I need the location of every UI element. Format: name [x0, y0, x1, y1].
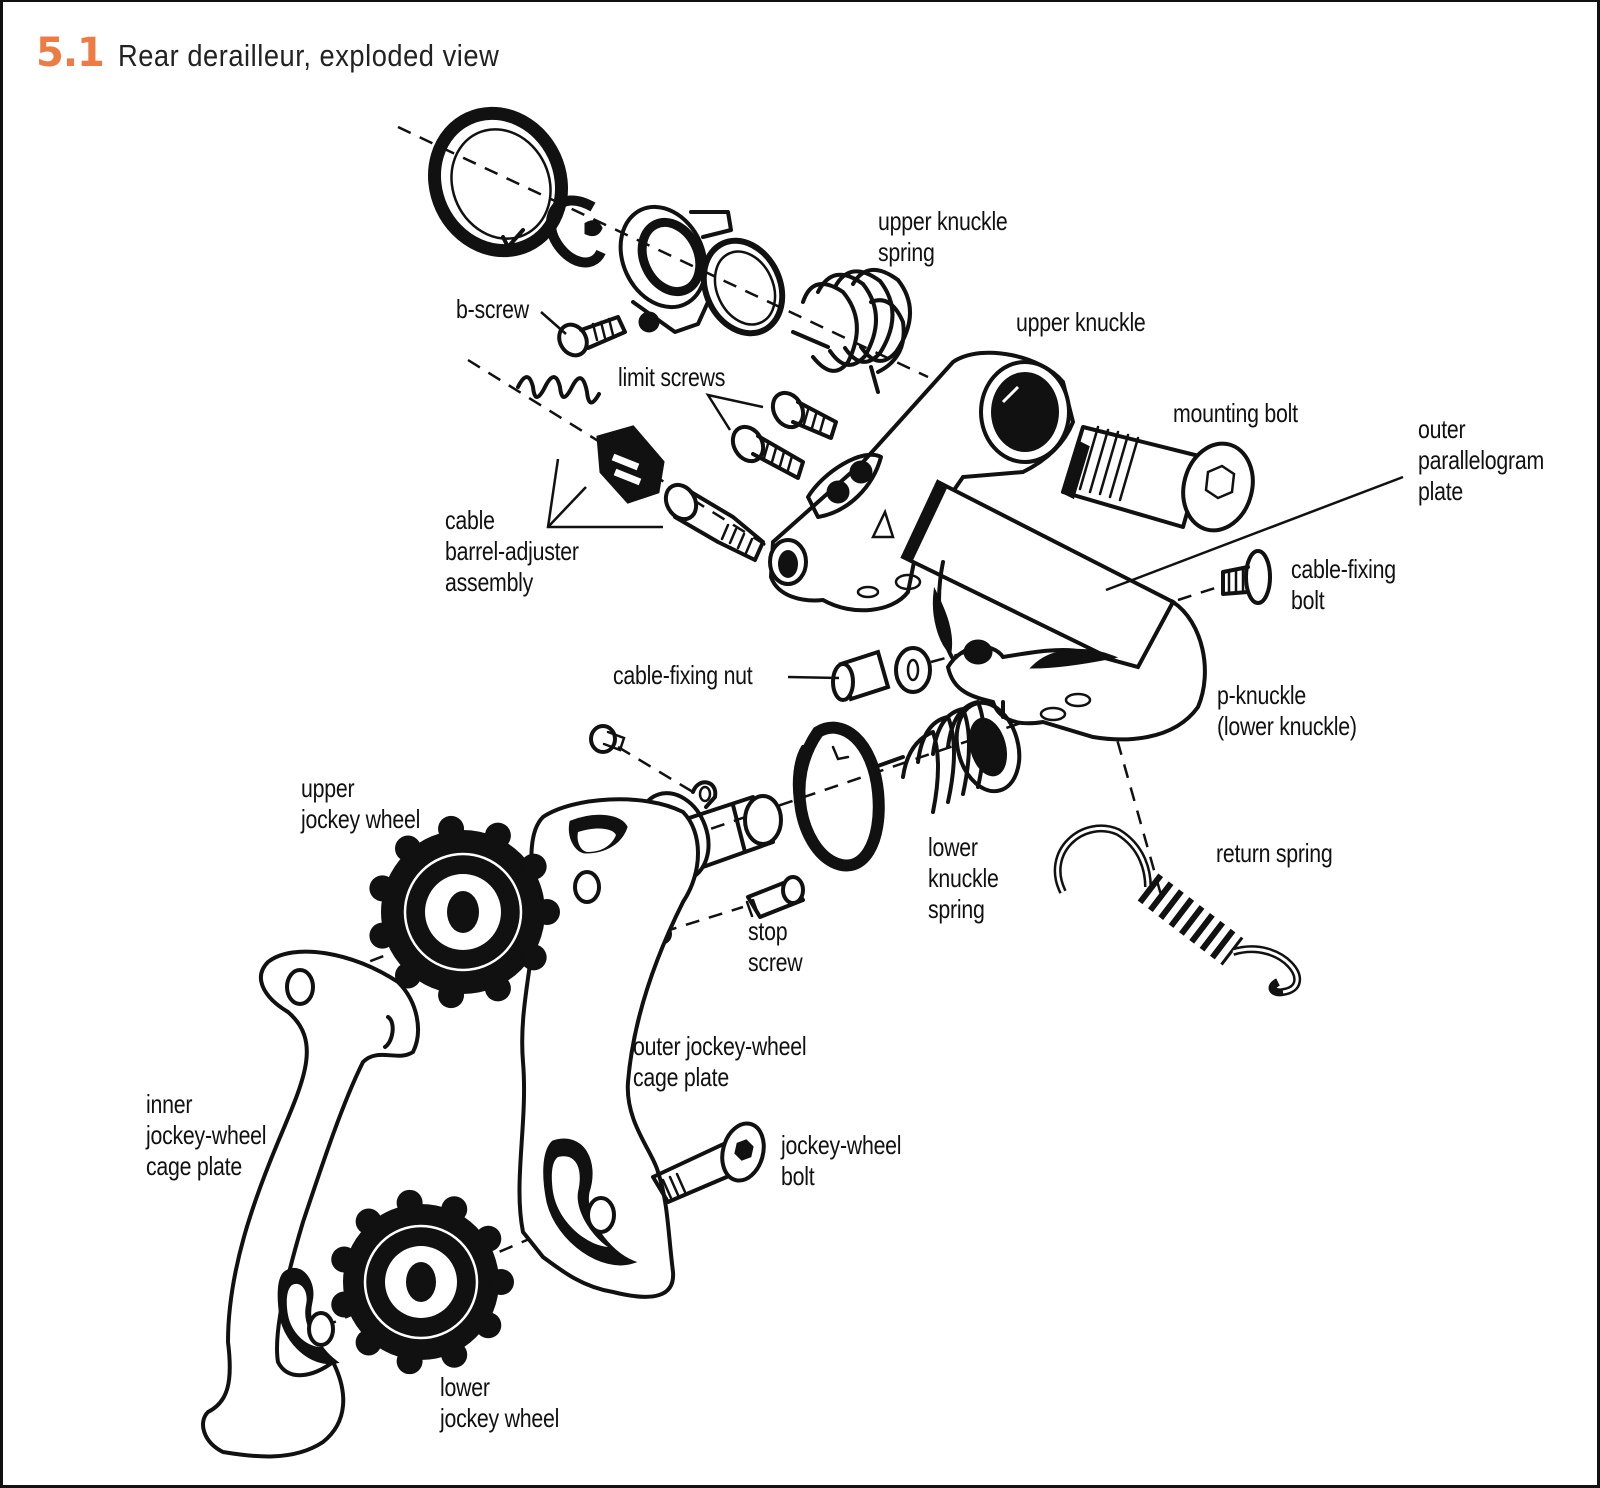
derailleur-illustration	[201, 106, 1404, 1459]
limit-screws-leader	[705, 393, 764, 431]
upper-jockey-tooth	[520, 853, 547, 880]
label-b-screw: b-screw	[456, 294, 529, 324]
return-spring-part	[1053, 824, 1302, 997]
label-cable-fixing-nut: cable-fixing nut	[613, 660, 753, 690]
lower-jockey-tooth	[488, 1269, 514, 1295]
b-screw-part	[557, 315, 627, 358]
jockey-wheel-bolt-part	[651, 1121, 766, 1204]
lower-jockey-tooth	[475, 1225, 502, 1252]
stop-screw-axis-line	[662, 905, 744, 934]
label-upper-knuckle-spring: upper knuckle spring	[878, 206, 1008, 267]
c-clip	[545, 195, 606, 268]
lower-jockey-tooth	[396, 1189, 423, 1216]
upper-jockey-tooth	[394, 962, 421, 989]
small-cage-screw	[589, 724, 626, 754]
cable-fixing-bolt-part	[1177, 549, 1272, 605]
figure-number: 5.1	[36, 30, 105, 76]
limit-screw-1	[770, 390, 838, 440]
barrel-adjuster-body	[663, 482, 765, 562]
lower-jockey-tooth	[331, 1291, 358, 1318]
outer-bushing-ring	[427, 106, 569, 258]
lower-jockey-tooth	[441, 1341, 468, 1368]
label-outer-cage-plate: outer jockey-wheel cage plate	[633, 1031, 807, 1092]
label-jockey-wheel-bolt: jockey-wheel bolt	[781, 1130, 902, 1191]
lower-jockey-wheel-part	[331, 1189, 514, 1375]
outer-cage-plate-part	[517, 797, 700, 1299]
lower-knuckle-spring-coil	[873, 700, 1022, 814]
lower-jockey-tooth	[331, 1246, 358, 1273]
b-screw-leader	[540, 311, 567, 335]
screw-axis-line	[617, 745, 694, 794]
barrel-adjuster-leader	[546, 458, 663, 529]
upper-jockey-tooth	[534, 899, 560, 925]
cable-fixing-nut-part	[831, 646, 969, 702]
barrel-spring	[516, 375, 601, 405]
upper-jockey-wheel-part	[369, 815, 560, 1009]
label-stop-screw: stop screw	[748, 916, 803, 977]
label-p-knuckle: p-knuckle (lower knuckle)	[1217, 680, 1357, 741]
outer-plate-leader	[1105, 475, 1404, 592]
lower-jockey-tooth	[441, 1196, 468, 1223]
spacer-ring	[700, 237, 786, 337]
upper-jockey-tooth	[438, 815, 465, 842]
upper-knuckle-spring-coil	[791, 268, 912, 394]
label-mounting-bolt: mounting bolt	[1173, 398, 1298, 428]
figure-title: 5.1 Rear derailleur, exploded view	[36, 30, 551, 76]
upper-axis-line	[397, 125, 929, 379]
label-lower-knuckle-spring: lower knuckle spring	[928, 832, 999, 924]
upper-jockey-tooth	[520, 944, 547, 971]
label-lower-jockey-wheel: lower jockey wheel	[440, 1372, 560, 1433]
cable-fixing-nut-leader	[787, 675, 840, 680]
upper-knuckle-body	[768, 350, 1076, 613]
upper-jockey-tooth	[484, 975, 511, 1002]
label-return-spring: return spring	[1216, 838, 1333, 868]
upper-jockey-tooth	[484, 822, 511, 849]
barrel-adjuster-knob	[596, 425, 665, 504]
figure-caption: Rear derailleur, exploded view	[117, 38, 500, 73]
pivot-cap-part	[792, 721, 885, 872]
lower-jockey-tooth	[355, 1208, 382, 1235]
upper-jockey-tooth	[394, 835, 421, 862]
lower-jockey-tooth	[396, 1348, 423, 1375]
lower-jockey-tooth	[475, 1312, 502, 1339]
upper-jockey-tooth	[438, 982, 465, 1009]
label-outer-parallelogram-plate: outer parallelogram plate	[1418, 414, 1544, 506]
label-upper-jockey-wheel: upper jockey wheel	[301, 773, 421, 834]
label-upper-knuckle: upper knuckle	[1016, 307, 1146, 337]
upper-jockey-tooth	[369, 875, 396, 902]
inner-cage-plate-part	[201, 949, 420, 1459]
limit-screw-2	[730, 424, 805, 480]
label-cable-barrel-adjuster: cable barrel-adjuster assembly	[445, 505, 579, 597]
barrel-axis-line	[467, 358, 794, 564]
upper-jockey-tooth	[369, 922, 396, 949]
b-knuckle-cap	[618, 204, 733, 334]
lower-jockey-tooth	[355, 1329, 382, 1356]
return-spring-axis-line	[1096, 671, 1165, 903]
mounting-bolt-part	[1061, 425, 1255, 533]
label-inner-cage-plate: inner jockey-wheel cage plate	[146, 1089, 267, 1181]
label-cable-fixing-bolt: cable-fixing bolt	[1291, 554, 1396, 615]
label-limit-screws: limit screws	[618, 362, 726, 392]
